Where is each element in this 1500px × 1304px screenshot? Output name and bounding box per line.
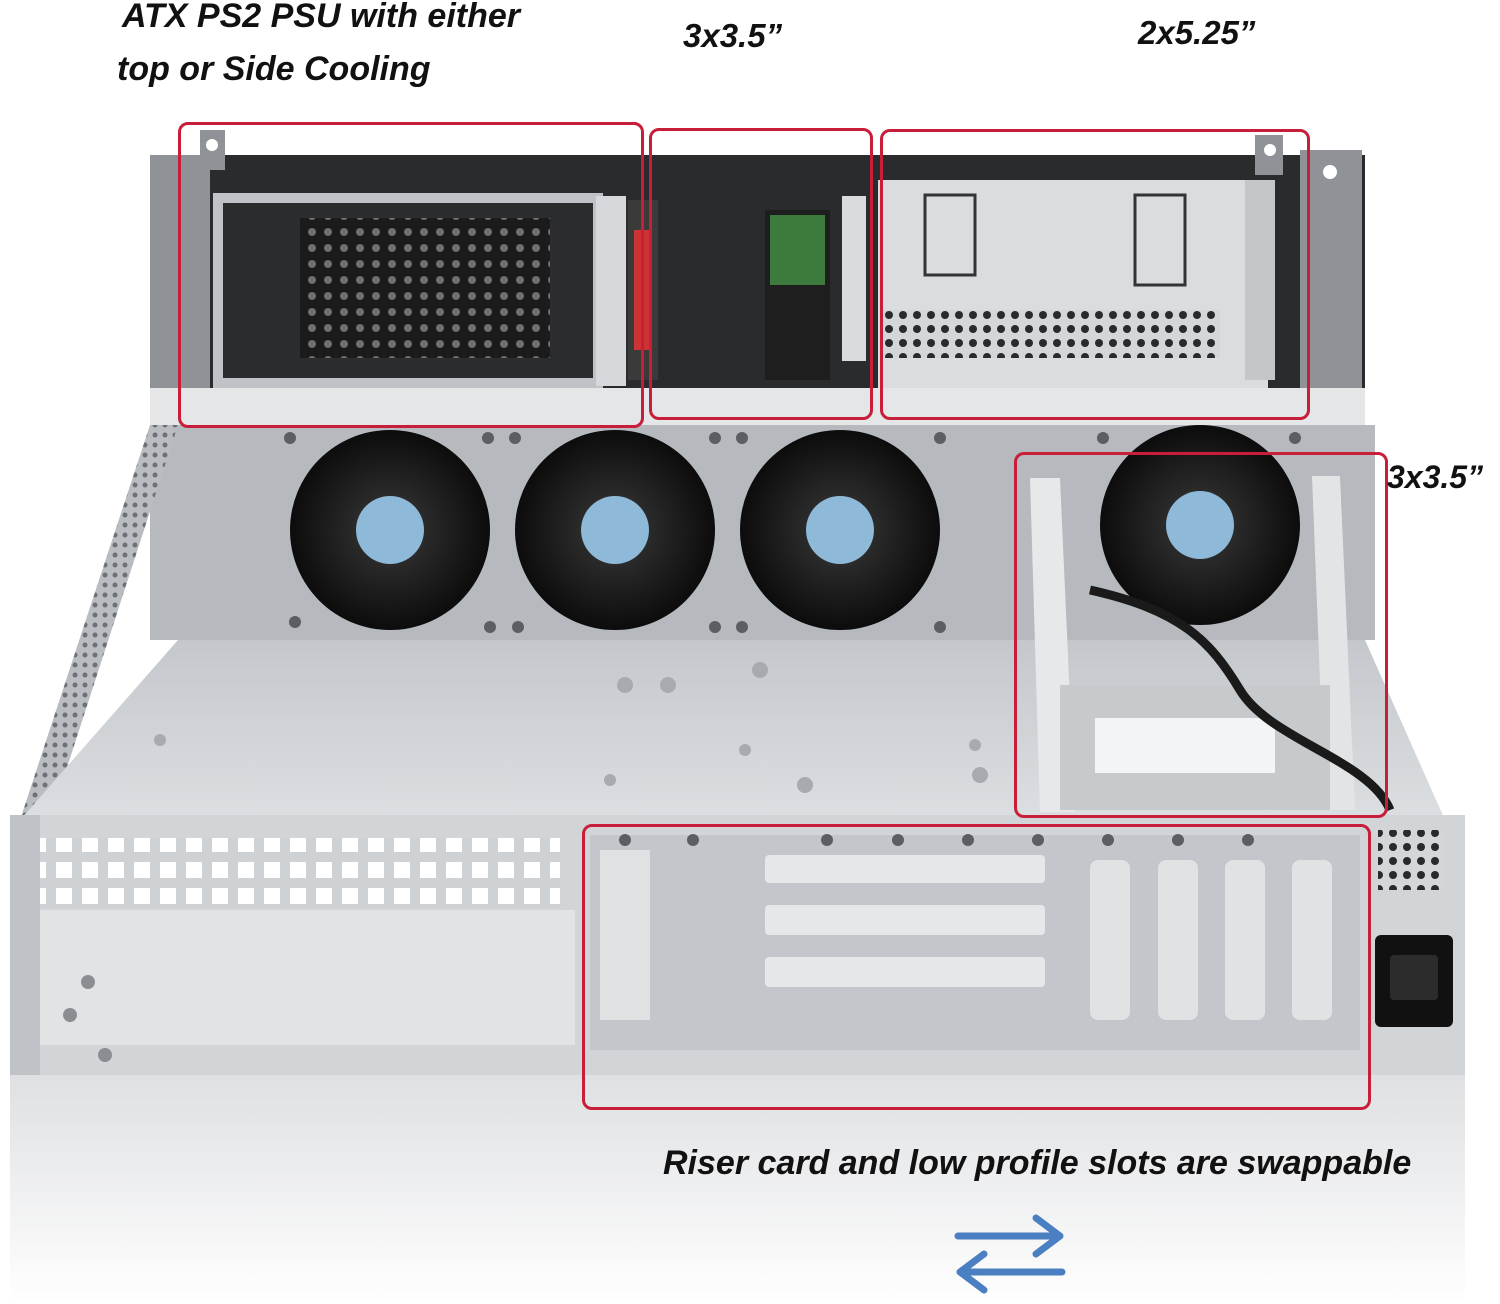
low-profile-slots bbox=[765, 855, 1045, 987]
highlight-psu-bay bbox=[178, 122, 644, 428]
bay-525-label: 2x5.25” bbox=[1138, 14, 1256, 51]
fan-4 bbox=[1100, 425, 1300, 625]
swap-arrows-icon bbox=[954, 1214, 1066, 1294]
fan-1 bbox=[290, 430, 490, 630]
highlight-525-bay bbox=[880, 129, 1310, 420]
psu-label-line2: top or Side Cooling bbox=[117, 50, 431, 88]
fan-2 bbox=[515, 430, 715, 630]
bay-side-35-label: 3x3.5” bbox=[1387, 459, 1484, 495]
fan-3 bbox=[740, 430, 940, 630]
vertical-slots bbox=[1090, 860, 1332, 1020]
bay-top-35-label: 3x3.5” bbox=[683, 17, 783, 54]
highlight-expansion-slots bbox=[582, 824, 1371, 1110]
left-side-vent bbox=[20, 425, 178, 820]
swap-caption: Riser card and low profile slots are swa… bbox=[663, 1144, 1412, 1182]
highlight-35-side-bay bbox=[1014, 452, 1388, 818]
psu-label-line1: ATX PS2 PSU with either bbox=[122, 0, 521, 35]
highlight-35-top-bay bbox=[649, 128, 873, 420]
reflection bbox=[10, 1075, 1465, 1304]
fans bbox=[290, 425, 1300, 630]
